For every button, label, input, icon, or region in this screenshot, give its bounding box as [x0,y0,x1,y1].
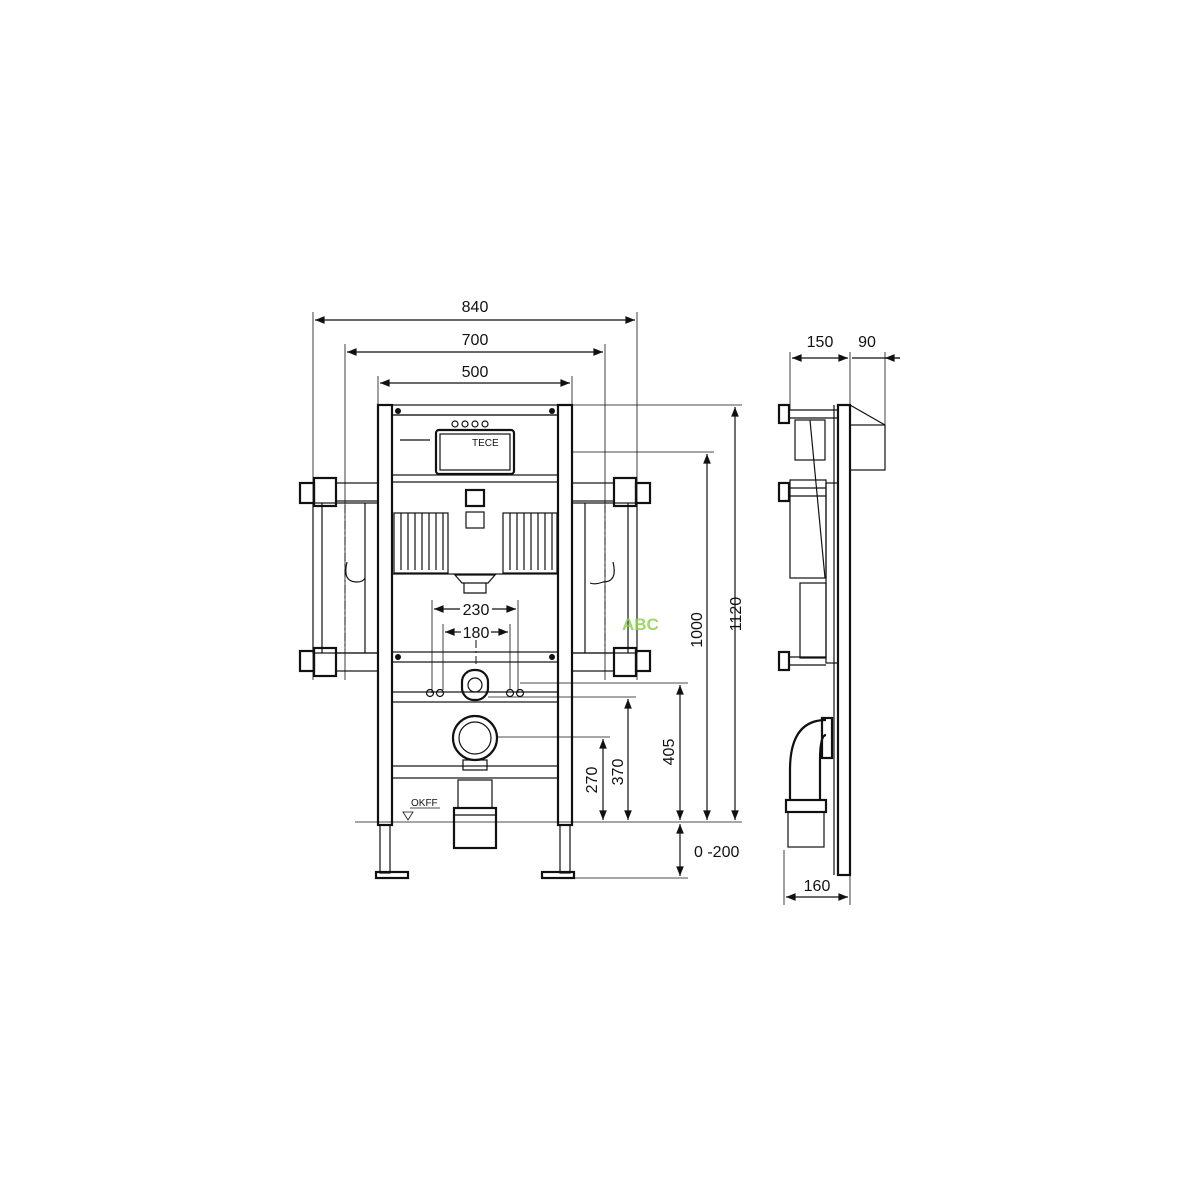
dim-160: 160 [783,850,851,905]
dim-label-840: 840 [462,299,489,316]
floor-label: OKFF [411,798,438,809]
dim-label-180: 180 [463,625,490,642]
foot-left [374,870,410,880]
foot-right [540,870,576,880]
vertical-dimensions: 1120 1000 405 370 270 0 -200 [488,404,745,879]
dim-150: 150 [789,334,886,425]
dim-180: 180 [442,624,511,690]
flush-plate-box [849,424,886,471]
dim-label-500: 500 [462,364,489,381]
dim-label-370: 370 [610,759,627,786]
side-bracket-left [298,476,379,678]
dim-label-270: 270 [584,767,601,794]
cistern-ribs-right [502,512,558,574]
dim-500: 500 [377,364,573,405]
brand-label: TECE [472,438,499,449]
dim-90: 90 [852,334,900,362]
side-brackets [777,403,838,672]
dim-label-160: 160 [804,878,831,895]
front-view: 840 700 500 TECE [298,299,745,880]
dim-label-90: 90 [858,334,876,351]
drain-pipe [452,806,498,850]
side-view: 150 90 160 [777,334,900,905]
floor-line: OKFF [355,798,742,823]
dim-label-230: 230 [463,602,490,619]
side-bracket-right [571,476,652,678]
dim-label-0-200: 0 -200 [694,844,739,861]
dim-label-1120: 1120 [728,597,745,632]
dim-label-150: 150 [807,334,834,351]
dim-230: 230 [431,600,519,693]
dim-label-405: 405 [661,739,678,766]
watermark-logo: ABC [622,615,659,634]
cistern-ribs-left [393,512,449,574]
flush-pipe-connector [460,668,490,702]
dim-label-1000: 1000 [689,612,706,648]
dim-label-700: 700 [462,332,489,349]
cistern-control-box [434,428,516,476]
